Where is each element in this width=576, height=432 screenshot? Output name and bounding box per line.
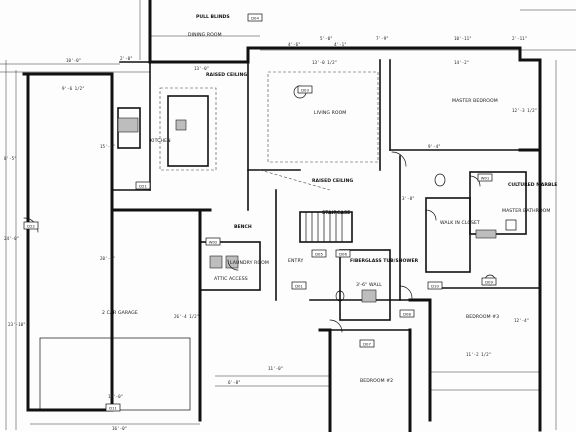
- dim-23-10: 23'-10": [8, 322, 26, 327]
- dim-2-0: 2'-0": [120, 56, 133, 61]
- svg-text:D10: D10: [431, 284, 439, 289]
- door-tag-d01: D01: [291, 281, 307, 290]
- room-half-wall: 3'-6" WALL: [356, 282, 382, 288]
- dim-11-0: 11'-0": [268, 366, 283, 371]
- svg-text:D04: D04: [251, 16, 259, 21]
- room-entry: ENTRY: [288, 258, 303, 264]
- room-master-bedroom: MASTER BEDROOM: [452, 98, 498, 104]
- dim-3-8: 3'-8": [402, 196, 415, 201]
- dim-9-4: 9'-4": [428, 144, 441, 149]
- dim-20-0: 20'-0": [100, 256, 115, 261]
- door-tag-d06: D06: [335, 249, 351, 258]
- room-dining: DINING ROOM: [188, 32, 222, 38]
- dim-15-1: 15'-1": [100, 144, 115, 149]
- window-tag-w02: W02: [205, 237, 221, 246]
- dim-16-0: 16'-0": [112, 426, 127, 431]
- svg-text:D06: D06: [339, 252, 347, 257]
- room-bedroom-3: BEDROOM #3: [466, 314, 499, 320]
- door-tag-d21: D21: [135, 181, 151, 190]
- svg-text:D07: D07: [363, 342, 371, 347]
- dim-8-5: 8'-5": [4, 156, 17, 161]
- window-tag-w01: W01: [477, 173, 493, 182]
- dim-11-2: 11'-2 1/2": [466, 352, 491, 357]
- stair-treads: [305, 211, 343, 243]
- note-raised-ceiling-1: RAISED CEILING: [206, 72, 247, 78]
- note-raised-ceiling-2: RAISED CEILING: [312, 178, 353, 184]
- door-tag-d03: D03: [297, 85, 313, 94]
- note-staircase: STAIRCASE: [322, 210, 350, 216]
- dim-9-6: 9'-6 1/2": [62, 86, 85, 91]
- svg-text:W02: W02: [209, 240, 218, 245]
- room-master-bath: MASTER BATHROOM: [502, 208, 550, 214]
- fixtures: [117, 85, 517, 303]
- room-laundry: LAUNDRY ROOM: [230, 260, 269, 266]
- door-tag-d22: D22: [23, 221, 39, 230]
- svg-text:D03: D03: [301, 88, 309, 93]
- dim-19-0: 19'-0": [108, 394, 123, 399]
- svg-text:D22: D22: [27, 224, 35, 229]
- dim-4-6: 4'-6": [288, 42, 301, 47]
- dim-24-0: 24'-0": [4, 236, 19, 241]
- svg-text:D09: D09: [485, 280, 493, 285]
- dim-10-0: 10'-0": [66, 58, 81, 63]
- dim-13-0: 13'-0": [194, 66, 209, 71]
- room-attic: ATTIC ACCESS: [214, 276, 248, 282]
- room-walkin-closet: WALK IN CLOSET: [440, 220, 480, 226]
- svg-text:D08: D08: [403, 312, 411, 317]
- note-cultured-marble: CULTURED MARBLE: [508, 182, 557, 188]
- note-pull-blinds: PULL BLINDS: [196, 14, 230, 20]
- room-living: LIVING ROOM: [314, 110, 346, 116]
- room-garage: 2 CAR GARAGE: [102, 310, 138, 316]
- dim-6-8: 6'-8": [228, 380, 241, 385]
- note-bench: BENCH: [234, 224, 252, 230]
- dim-26-4: 26'-4 1/2": [174, 314, 199, 319]
- dim-10-11: 10'-11": [454, 36, 472, 41]
- raised-ceiling-outline: [159, 71, 379, 191]
- dim-7-9: 7'-9": [376, 36, 389, 41]
- svg-text:D01: D01: [295, 284, 303, 289]
- door-tag-d05: D05: [311, 249, 327, 258]
- room-kitchen: KITCHEN: [150, 138, 171, 144]
- note-fiberglass: FIBERGLASS TUB/SHOWER: [350, 258, 419, 264]
- dim-2-11: 2'-11": [512, 36, 527, 41]
- dim-14-2: 14'-2": [454, 60, 469, 65]
- door-tag-d09: D09: [481, 277, 497, 286]
- svg-text:D21: D21: [139, 184, 147, 189]
- svg-text:W01: W01: [481, 176, 490, 181]
- room-bedroom-2: BEDROOM #2: [360, 378, 393, 384]
- dim-13-6: 13'-0 1/2": [312, 60, 337, 65]
- svg-text:D11: D11: [109, 406, 117, 411]
- door-tag-d11: D11: [105, 403, 121, 412]
- interior-walls: [39, 59, 541, 411]
- dim-12-4: 12'-4": [514, 318, 529, 323]
- door-tag-d04: D04: [247, 13, 263, 22]
- door-tag-d10: D10: [427, 281, 443, 290]
- dim-4-1: 4'-1": [334, 42, 347, 47]
- svg-text:D05: D05: [315, 252, 323, 257]
- dim-12-3: 12'-3 1/2": [512, 108, 537, 113]
- door-tag-d08: D08: [399, 309, 415, 318]
- dim-5-0: 5'-0": [320, 36, 333, 41]
- door-tag-d07: D07: [359, 339, 375, 348]
